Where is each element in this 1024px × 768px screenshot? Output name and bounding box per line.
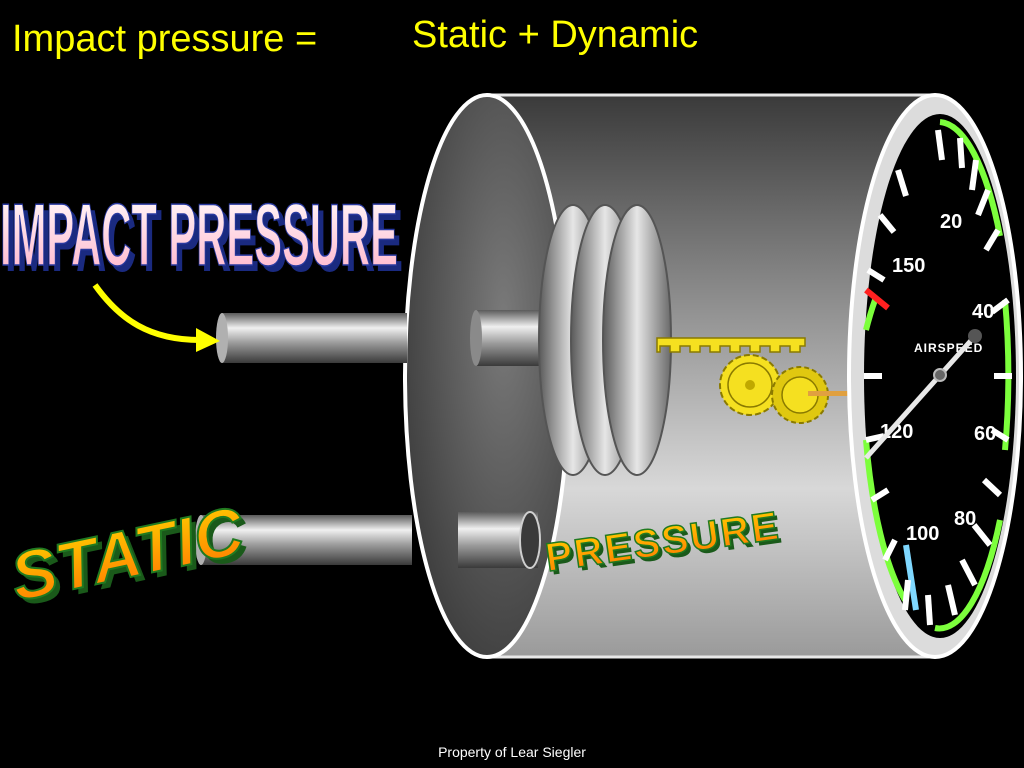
dial-number: 60 [974,423,996,445]
dial-number: 150 [892,255,925,277]
diaphragm-capsule [538,204,672,476]
dial-number: 80 [954,508,976,530]
airspeed-dial: 20 40 60 80 100 120 150 AIRSPEED [847,93,1023,659]
dial-number: 40 [972,301,994,323]
impact-pressure-label: IMPACT PRESSURE IMPACT PRESSURE [0,184,403,290]
title-static-dynamic: Static + Dynamic [412,14,699,56]
title-impact-pressure: Impact pressure = [12,18,318,60]
dial-number: 120 [880,421,913,443]
footer-credit: Property of Lear Siegler [438,744,586,760]
static-pressure-pipe [195,511,541,569]
gear-icon [719,354,781,416]
svg-text:IMPACT PRESSURE: IMPACT PRESSURE [0,185,398,284]
dial-number: 20 [940,211,962,233]
svg-text:IMPACT PRESSURE: IMPACT PRESSURE [5,191,403,290]
dial-number: 100 [906,523,939,545]
gear-icon [771,366,829,424]
dial-face-label: AIRSPEED [914,341,983,355]
impact-pressure-pipe [216,310,545,366]
rack-and-pinion [656,337,854,424]
curved-arrow-icon [92,283,220,352]
static-label: STATIC STATIC [3,491,256,621]
